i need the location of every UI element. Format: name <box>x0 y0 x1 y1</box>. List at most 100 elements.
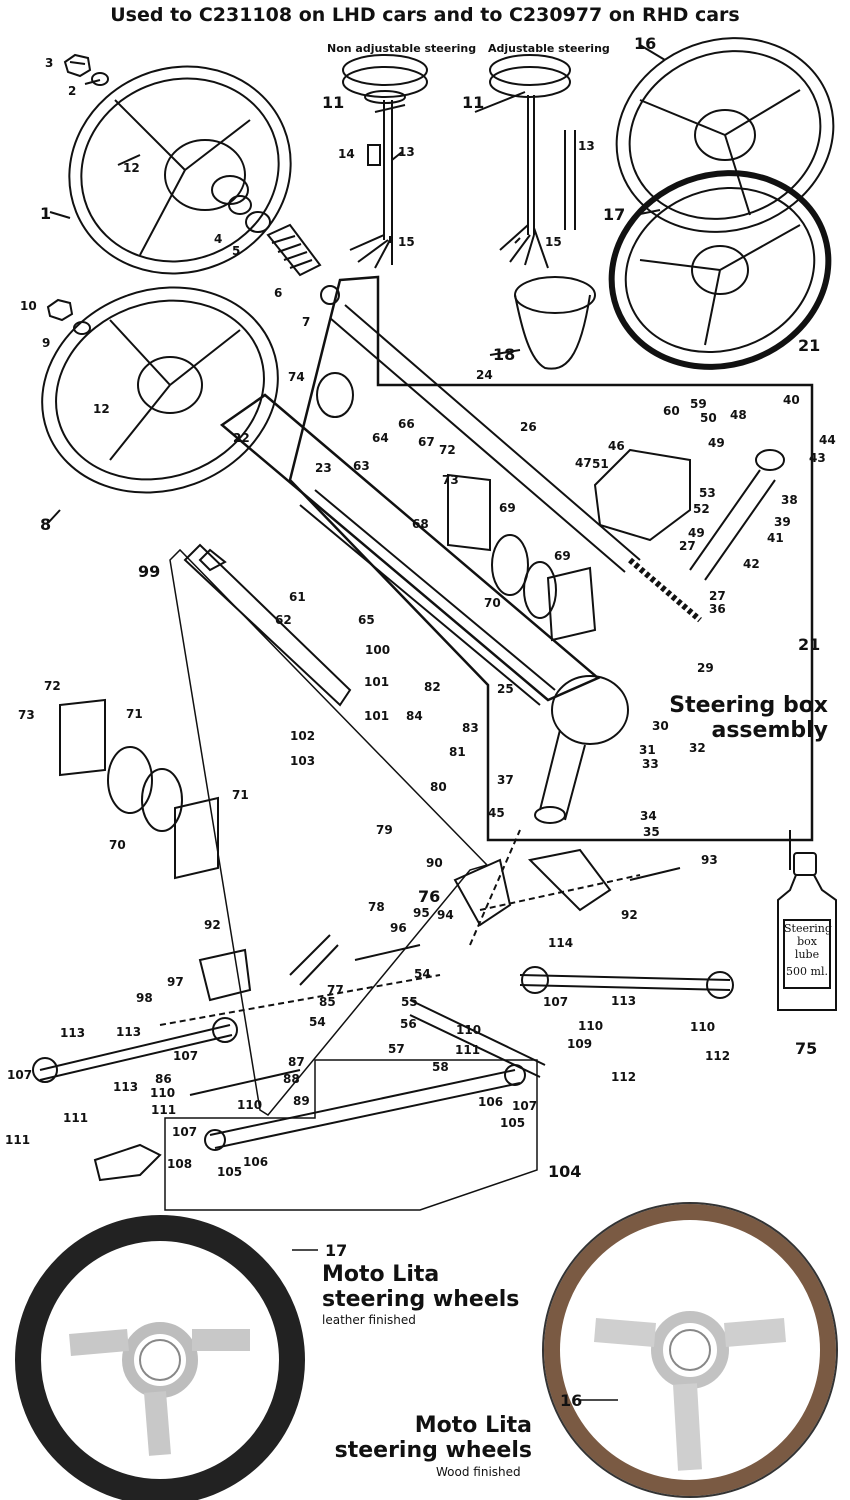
part-label-7: 7 <box>302 315 311 329</box>
bottle-label-line-2: box <box>797 935 817 948</box>
part-label-38: 38 <box>781 493 798 507</box>
part-label-64: 64 <box>372 431 389 445</box>
part-label-92: 92 <box>204 918 221 932</box>
part-label-32: 32 <box>689 741 706 755</box>
part-label-11: 11 <box>322 93 345 112</box>
part-label-75: 75 <box>795 1039 818 1058</box>
part-label-106: 106 <box>243 1155 269 1169</box>
part-label-55: 55 <box>401 995 418 1009</box>
part-label-30: 30 <box>652 719 669 733</box>
part-label-12: 12 <box>123 161 140 175</box>
part-label-105: 105 <box>217 1165 243 1179</box>
part-label-11: 11 <box>462 93 485 112</box>
part-label-17: 17 <box>603 205 626 224</box>
part-label-22: 22 <box>233 431 250 445</box>
bottle-label-line-1: Steering <box>784 922 832 935</box>
part-label-69: 69 <box>499 501 516 515</box>
leather-wheel-name-2: steering wheels <box>322 1287 520 1312</box>
part-label-26: 26 <box>520 420 537 434</box>
part-label-13: 13 <box>578 139 595 153</box>
part-label-83: 83 <box>462 721 479 735</box>
part-label-98: 98 <box>136 991 153 1005</box>
part-label-101: 101 <box>364 709 390 723</box>
part-label-21: 21 <box>798 635 821 654</box>
part-label-97: 97 <box>167 975 184 989</box>
part-label-4: 4 <box>214 232 223 246</box>
part-label-111: 111 <box>63 1111 89 1125</box>
part-label-49: 49 <box>688 526 705 540</box>
part-label-78: 78 <box>368 900 385 914</box>
lube-bottle-drawing <box>777 852 837 1011</box>
part-label-72: 72 <box>44 679 61 693</box>
part-label-86: 86 <box>155 1072 172 1086</box>
part-label-46: 46 <box>608 439 625 453</box>
part-label-66: 66 <box>398 417 415 431</box>
part-label-107: 107 <box>7 1068 33 1082</box>
part-label-110: 110 <box>578 1019 604 1033</box>
part-label-52: 52 <box>693 502 710 516</box>
leather-wheel-finish: leather finished <box>322 1313 416 1327</box>
part-label-34: 34 <box>640 809 657 823</box>
diagram-title: Used to C231108 on LHD cars and to C2309… <box>110 4 740 26</box>
part-label-15: 15 <box>545 235 562 249</box>
part-label-70: 70 <box>484 596 501 610</box>
part-label-54: 54 <box>414 967 431 981</box>
part-label-43: 43 <box>809 451 826 465</box>
caption-line-2: assembly <box>711 718 828 743</box>
part-label-113: 113 <box>116 1025 142 1039</box>
part-label-111: 111 <box>5 1133 31 1147</box>
part-label-103: 103 <box>290 754 316 768</box>
part-label-68: 68 <box>412 517 429 531</box>
part-label-71: 71 <box>232 788 249 802</box>
part-label-87: 87 <box>288 1055 305 1069</box>
part-label-leather-wheel: 17 <box>325 1241 348 1260</box>
part-label-101: 101 <box>364 675 390 689</box>
part-label-2: 2 <box>68 84 77 98</box>
part-label-40: 40 <box>783 393 800 407</box>
part-label-81: 81 <box>449 745 466 759</box>
bottle-label-line-4: 500 ml. <box>786 965 828 978</box>
part-label-99: 99 <box>138 562 161 581</box>
leather-wheel-name-1: Moto Lita <box>322 1262 440 1287</box>
part-label-27: 27 <box>709 589 726 603</box>
part-label-70: 70 <box>109 838 126 852</box>
part-label-73: 73 <box>442 473 459 487</box>
part-label-90: 90 <box>426 856 443 870</box>
part-label-111: 111 <box>455 1043 481 1057</box>
part-label-21: 21 <box>798 336 821 355</box>
part-label-37: 37 <box>497 773 514 787</box>
part-label-107: 107 <box>543 995 569 1009</box>
part-label-109: 109 <box>567 1037 593 1051</box>
part-label-31: 31 <box>639 743 656 757</box>
part-label-102: 102 <box>290 729 316 743</box>
part-label-50: 50 <box>700 411 717 425</box>
part-label-107: 107 <box>512 1099 538 1113</box>
leather-wheel-caption: Moto Lita steering wheels <box>322 1262 519 1312</box>
wood-wheel-caption: Moto Lita steering wheels <box>320 1413 532 1463</box>
part-label-69: 69 <box>554 549 571 563</box>
caption-line-1: Steering box <box>669 693 828 718</box>
part-label-14: 14 <box>338 147 355 161</box>
part-label-95: 95 <box>413 906 430 920</box>
part-label-51: 51 <box>592 457 609 471</box>
wood-wheel-finish: Wood finished <box>436 1465 521 1479</box>
part-label-62: 62 <box>275 613 292 627</box>
wood-wheel-name-1: Moto Lita <box>414 1413 532 1438</box>
part-label-16: 16 <box>634 34 657 53</box>
part-label-112: 112 <box>705 1049 731 1063</box>
part-label-96: 96 <box>390 921 407 935</box>
part-label-15: 15 <box>398 235 415 249</box>
part-label-110: 110 <box>690 1020 716 1034</box>
part-label-1: 1 <box>40 204 52 223</box>
moto-lita-leather-wheel-drawing <box>15 1215 305 1500</box>
part-label-67: 67 <box>418 435 435 449</box>
steering-wheel-1-drawing <box>68 65 292 275</box>
part-label-49: 49 <box>708 436 725 450</box>
part-label-89: 89 <box>293 1094 310 1108</box>
part-label-56: 56 <box>400 1017 417 1031</box>
part-label-45: 45 <box>488 806 505 820</box>
part-label-113: 113 <box>113 1080 139 1094</box>
part-label-113: 113 <box>611 994 637 1008</box>
part-label-73: 73 <box>18 708 35 722</box>
